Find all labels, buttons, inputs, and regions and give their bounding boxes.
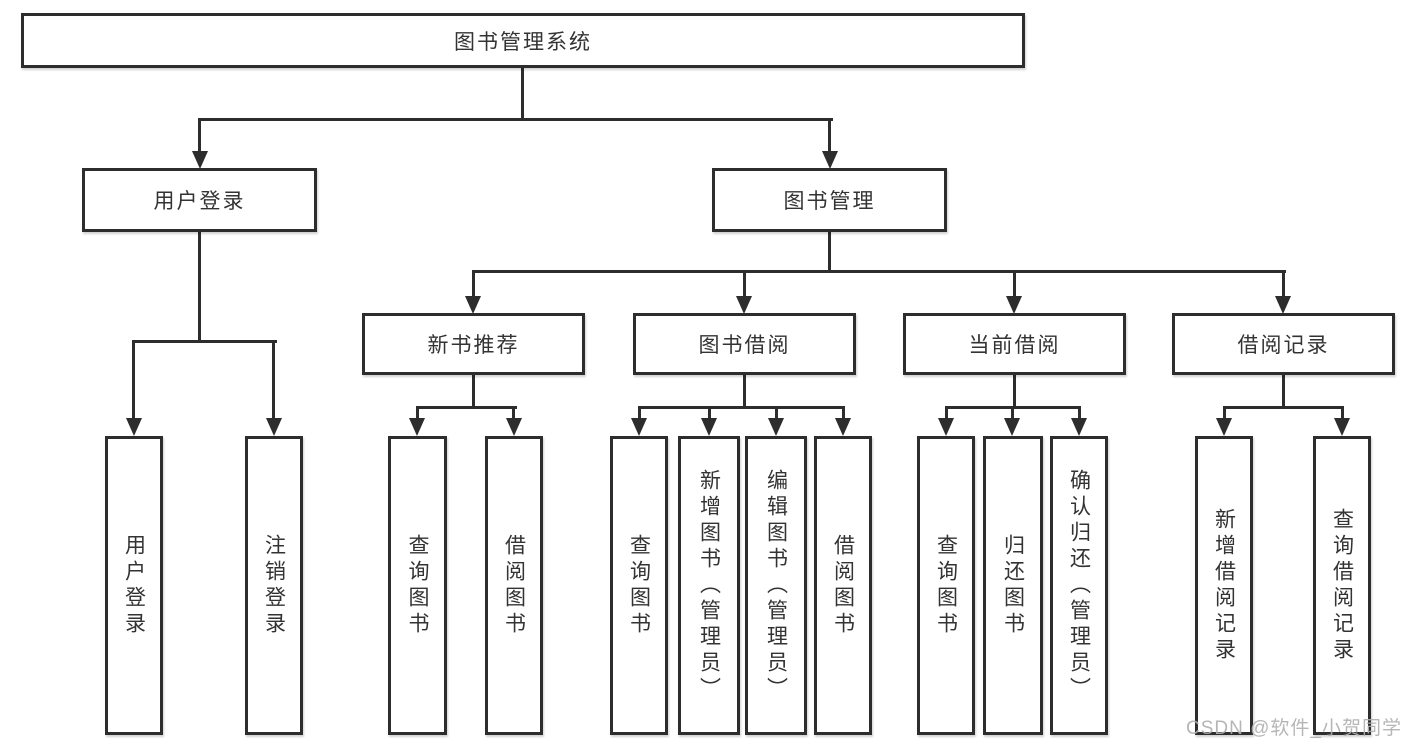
connector-line (1011, 406, 1014, 421)
arrowhead-down-icon (409, 418, 425, 436)
node-current-borrowing: 当前借阅 (903, 313, 1126, 375)
connector-line (842, 406, 845, 421)
connector-line (512, 406, 515, 421)
connector-line (199, 118, 833, 121)
arrowhead-down-icon (822, 151, 838, 169)
connector-line (472, 270, 1286, 273)
connector-line (1013, 375, 1016, 409)
leaf-logout: 注销登录 (245, 436, 303, 735)
connector-line (828, 118, 831, 154)
connector-line (1078, 406, 1081, 421)
connector-line (775, 406, 778, 421)
connector-line (743, 375, 746, 409)
leaf-return-book: 归还图书 (983, 436, 1043, 735)
connector-line (132, 340, 135, 421)
connector-line (1013, 270, 1016, 298)
arrowhead-down-icon (465, 296, 481, 314)
connector-line (198, 118, 201, 154)
arrowhead-down-icon (1004, 418, 1020, 436)
leaf-query-books-recommend: 查询图书 (388, 436, 447, 735)
connector-line (272, 340, 275, 421)
leaf-borrow-books-borrowing: 借阅图书 (814, 436, 872, 735)
node-borrowing-records: 借阅记录 (1172, 313, 1395, 375)
connector-line (945, 406, 948, 421)
node-new-book-recommend: 新书推荐 (362, 313, 585, 375)
arrowhead-down-icon (1334, 418, 1350, 436)
node-book-borrowing: 图书借阅 (633, 313, 856, 375)
connector-line (198, 232, 201, 342)
connector-line (1282, 375, 1285, 409)
connector-line (1223, 406, 1344, 409)
arrowhead-down-icon (736, 296, 752, 314)
leaf-query-books-borrowing: 查询图书 (610, 436, 668, 735)
connector-line (472, 375, 475, 409)
arrowhead-down-icon (1006, 296, 1022, 314)
leaf-edit-book-admin: 编辑图书（管理员） (745, 436, 807, 735)
connector-line (708, 406, 711, 421)
leaf-borrow-books-recommend: 借阅图书 (485, 436, 543, 735)
arrowhead-down-icon (631, 418, 647, 436)
connector-line (521, 68, 524, 121)
connector-line (638, 406, 845, 409)
arrowhead-down-icon (192, 151, 208, 169)
connector-line (828, 232, 831, 272)
connector-line (1223, 406, 1226, 421)
arrowhead-down-icon (1275, 296, 1291, 314)
csdn-watermark: CSDN @软件_小贺同学 (1186, 718, 1402, 739)
leaf-add-borrow-record: 新增借阅记录 (1195, 436, 1253, 735)
connector-line (1341, 406, 1344, 421)
connector-line (133, 340, 277, 343)
arrowhead-down-icon (835, 418, 851, 436)
arrowhead-down-icon (506, 418, 522, 436)
connector-line (416, 406, 517, 409)
leaf-query-books-current: 查询图书 (917, 436, 975, 735)
arrowhead-down-icon (1071, 418, 1087, 436)
connector-line (472, 270, 475, 298)
leaf-user-login: 用户登录 (105, 436, 163, 735)
leaf-confirm-return-admin: 确认归还（管理员） (1050, 436, 1108, 735)
node-library-management-system: 图书管理系统 (21, 13, 1025, 68)
arrowhead-down-icon (266, 418, 282, 436)
arrowhead-down-icon (1216, 418, 1232, 436)
arrowhead-down-icon (938, 418, 954, 436)
connector-line (416, 406, 419, 421)
leaf-query-borrow-record: 查询借阅记录 (1313, 436, 1371, 735)
node-book-management: 图书管理 (712, 168, 947, 232)
connector-line (1282, 270, 1285, 298)
arrowhead-down-icon (768, 418, 784, 436)
node-user-login: 用户登录 (82, 168, 317, 232)
connector-line (638, 406, 641, 421)
leaf-add-book-admin: 新增图书（管理员） (678, 436, 740, 735)
arrowhead-down-icon (126, 418, 142, 436)
connector-line (743, 270, 746, 298)
arrowhead-down-icon (701, 418, 717, 436)
